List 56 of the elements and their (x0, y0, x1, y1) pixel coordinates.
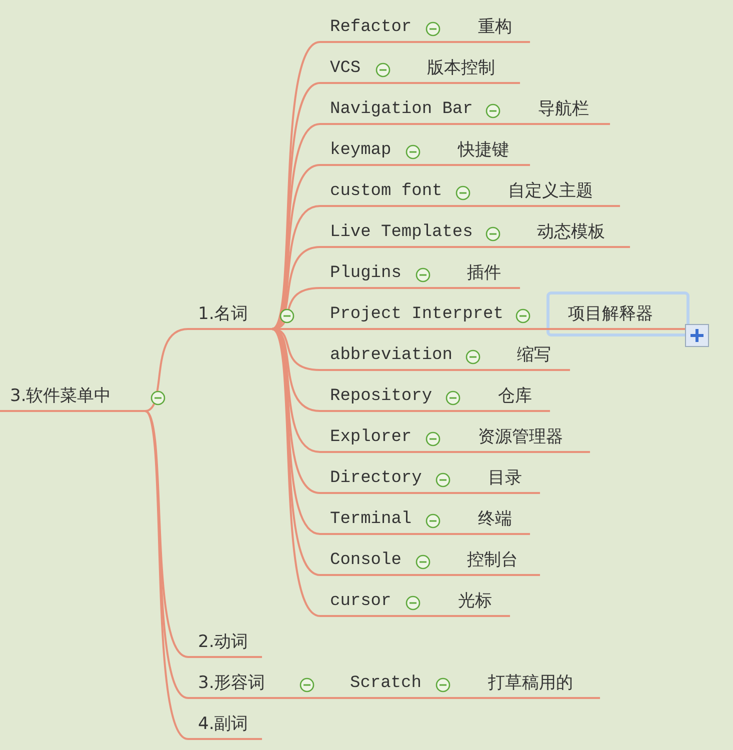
topic-label: 3.软件菜单中 (0, 383, 145, 412)
topic-label: Live Templates (320, 219, 479, 248)
branch-line (449, 205, 498, 207)
topic-label: 4.副词 (188, 711, 262, 740)
branch-line (429, 492, 478, 494)
branch-line (399, 615, 448, 617)
topic-label: Console (320, 547, 409, 576)
topic-label: custom font (320, 178, 449, 207)
topic-label: cursor (320, 588, 399, 617)
topic-label: abbreviation (320, 342, 459, 371)
branch-line (409, 574, 457, 576)
topic-label: 终端 (468, 506, 530, 535)
topic-label: 3.形容词 (188, 670, 292, 699)
topic-label: 2.动词 (188, 629, 262, 658)
topic-label: Scratch (340, 670, 428, 699)
topic-label: 1.名词 (188, 301, 272, 330)
branch-line (271, 123, 320, 330)
branch-line (409, 287, 457, 289)
topic-label: Navigation Bar (320, 96, 479, 125)
topic-label: Plugins (320, 260, 409, 289)
branch-line (428, 697, 478, 699)
topic-label: Refactor (320, 14, 419, 43)
branch-line (479, 246, 527, 248)
branch-line (292, 697, 340, 699)
branch-line (439, 410, 488, 412)
topic-label: 目录 (478, 465, 540, 494)
branch-line (144, 328, 188, 412)
branch-line (419, 41, 468, 43)
topic-label: 重构 (468, 14, 530, 43)
topic-label: 导航栏 (528, 96, 610, 125)
branch-line (479, 123, 528, 125)
topic-label: keymap (320, 137, 399, 166)
topic-label: 动态模板 (527, 219, 630, 248)
branch-line (369, 82, 417, 84)
topic-label: 插件 (457, 260, 520, 289)
topic-label: Terminal (320, 506, 419, 535)
branch-line (459, 369, 507, 371)
branch-line (419, 533, 468, 535)
topic-label: Project Interpret (320, 301, 509, 330)
topic-label: Repository (320, 383, 439, 412)
branch-line (272, 164, 320, 330)
topic-label: 缩写 (507, 342, 570, 371)
topic-label: 资源管理器 (468, 424, 590, 453)
branch-line (419, 451, 468, 453)
topic-label: 仓库 (488, 383, 550, 412)
topic-label: Directory (320, 465, 429, 494)
branch-line (399, 164, 448, 166)
branch-line (509, 328, 558, 330)
topic-label: VCS (320, 55, 369, 84)
topic-label: 控制台 (457, 547, 540, 576)
topic-label: 版本控制 (417, 55, 520, 84)
topic-label: 自定义主题 (498, 178, 620, 207)
topic-label: 快捷键 (448, 137, 530, 166)
topic-label: Explorer (320, 424, 419, 453)
topic-label: 光标 (448, 588, 510, 617)
topic-label: 打草稿用的 (478, 670, 600, 699)
